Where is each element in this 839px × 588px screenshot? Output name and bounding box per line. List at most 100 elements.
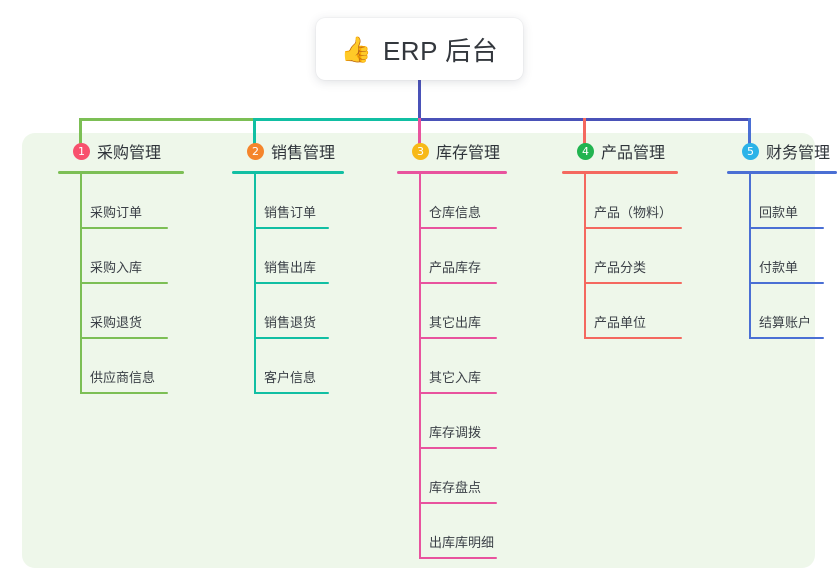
branch-title-5: 财务管理 — [766, 145, 831, 162]
leaf-item-label: 采购订单 — [90, 205, 143, 220]
leaf-item-rule — [80, 227, 168, 229]
branch-badge-5: 5 — [742, 142, 759, 160]
leaf-item[interactable]: 产品（物料） — [562, 174, 682, 229]
leaf-item[interactable]: 其它出库 — [397, 284, 507, 339]
branch-badge-4: 4 — [577, 142, 594, 160]
branch-header-3[interactable]: 3 库存管理 — [397, 133, 507, 169]
branch-header-rule-4 — [562, 171, 678, 174]
branch-badge-2: 2 — [247, 142, 264, 160]
leaf-item[interactable]: 采购入库 — [58, 229, 184, 284]
branch-columns: 1 采购管理采购订单采购入库采购退货供应商信息 2 销售管理销售订单销售出库销售退货客… — [22, 133, 837, 568]
leaf-item-label: 客户信息 — [264, 370, 317, 385]
branch-badge-3: 3 — [412, 142, 429, 160]
leaf-item-label: 采购退货 — [90, 315, 143, 330]
leaf-item[interactable]: 产品单位 — [562, 284, 682, 339]
branch-items-3: 仓库信息产品库存其它出库其它入库库存调拨库存盘点出库库明细 — [397, 174, 507, 559]
branch-header-rule-2 — [232, 171, 344, 174]
branch-spine-3 — [419, 174, 421, 559]
leaf-item[interactable]: 采购订单 — [58, 174, 184, 229]
leaf-item-label: 库存调拨 — [429, 425, 482, 440]
branches-backdrop-panel — [22, 133, 815, 568]
branch-header-rule-3 — [397, 171, 507, 174]
leaf-item-rule — [749, 227, 824, 229]
leaf-item-label: 产品（物料） — [594, 205, 673, 220]
leaf-item-rule — [254, 337, 329, 339]
leaf-item-label: 出库库明细 — [429, 535, 495, 550]
leaf-item-rule — [419, 282, 497, 284]
root-node-content: 👍 ERP 后台 — [341, 31, 498, 68]
leaf-item-label: 回款单 — [759, 205, 799, 220]
leaf-item[interactable]: 回款单 — [727, 174, 837, 229]
leaf-item[interactable]: 库存盘点 — [397, 449, 507, 504]
leaf-item[interactable]: 其它入库 — [397, 339, 507, 394]
branch-spine-4 — [584, 174, 586, 339]
leaf-item-rule — [419, 337, 497, 339]
branch-title-4: 产品管理 — [601, 145, 666, 162]
branch-items-5: 回款单付款单结算账户 — [727, 174, 837, 339]
leaf-item-rule — [419, 227, 497, 229]
leaf-item[interactable]: 结算账户 — [727, 284, 837, 339]
leaf-item-rule — [254, 227, 329, 229]
leaf-item[interactable]: 采购退货 — [58, 284, 184, 339]
leaf-item-rule — [254, 392, 329, 394]
branch-items-1: 采购订单采购入库采购退货供应商信息 — [58, 174, 184, 394]
leaf-item[interactable]: 销售退货 — [232, 284, 344, 339]
leaf-item[interactable]: 销售出库 — [232, 229, 344, 284]
leaf-item-rule — [749, 337, 824, 339]
branch-title-1: 采购管理 — [97, 145, 162, 162]
branch-spine-1 — [80, 174, 82, 394]
leaf-item[interactable]: 产品库存 — [397, 229, 507, 284]
leaf-item[interactable]: 付款单 — [727, 229, 837, 284]
leaf-item-label: 产品库存 — [429, 260, 482, 275]
branch-spine-2 — [254, 174, 256, 394]
thumbs-up-icon: 👍 — [340, 34, 372, 64]
branch-header-rule-1 — [58, 171, 184, 174]
leaf-item-label: 销售退货 — [264, 315, 317, 330]
leaf-item[interactable]: 销售订单 — [232, 174, 344, 229]
leaf-item-rule — [80, 337, 168, 339]
leaf-item-rule — [80, 282, 168, 284]
leaf-item[interactable]: 仓库信息 — [397, 174, 507, 229]
branch-header-4[interactable]: 4 产品管理 — [562, 133, 678, 169]
branch-badge-1: 1 — [73, 142, 90, 160]
leaf-item-label: 其它出库 — [429, 315, 482, 330]
leaf-item-rule — [749, 282, 824, 284]
leaf-item-label: 供应商信息 — [90, 370, 156, 385]
leaf-item-label: 销售出库 — [264, 260, 317, 275]
leaf-item-label: 结算账户 — [759, 315, 812, 330]
leaf-item-rule — [419, 447, 497, 449]
leaf-item-rule — [584, 337, 682, 339]
leaf-item-rule — [584, 282, 682, 284]
leaf-item-label: 产品单位 — [594, 315, 647, 330]
leaf-item-rule — [419, 392, 497, 394]
leaf-item-label: 付款单 — [759, 260, 799, 275]
leaf-item[interactable]: 供应商信息 — [58, 339, 184, 394]
branch-spine-5 — [749, 174, 751, 339]
leaf-item-rule — [80, 392, 168, 394]
branch-column-1: 1 采购管理采购订单采购入库采购退货供应商信息 — [58, 133, 184, 394]
branch-header-5[interactable]: 5 财务管理 — [727, 133, 837, 169]
leaf-item-label: 产品分类 — [594, 260, 647, 275]
leaf-item-label: 其它入库 — [429, 370, 482, 385]
leaf-item[interactable]: 库存调拨 — [397, 394, 507, 449]
leaf-item-label: 仓库信息 — [429, 205, 482, 220]
branch-title-2: 销售管理 — [271, 145, 336, 162]
root-node[interactable]: 👍 ERP 后台 — [316, 18, 523, 80]
branch-header-2[interactable]: 2 销售管理 — [232, 133, 344, 169]
branch-items-4: 产品（物料） 产品分类产品单位 — [562, 174, 682, 339]
leaf-item-rule — [419, 502, 497, 504]
leaf-item[interactable]: 产品分类 — [562, 229, 682, 284]
leaf-item[interactable]: 出库库明细 — [397, 504, 507, 559]
leaf-item-rule — [419, 557, 497, 559]
leaf-item-rule — [254, 282, 329, 284]
leaf-item[interactable]: 客户信息 — [232, 339, 344, 394]
branch-column-4: 4 产品管理产品（物料） 产品分类产品单位 — [562, 133, 682, 339]
branch-title-3: 库存管理 — [436, 145, 501, 162]
branch-column-5: 5 财务管理回款单付款单结算账户 — [727, 133, 837, 339]
leaf-item-label: 采购入库 — [90, 260, 143, 275]
root-title: ERP 后台 — [382, 35, 499, 66]
leaf-item-label: 销售订单 — [264, 205, 317, 220]
branch-column-2: 2 销售管理销售订单销售出库销售退货客户信息 — [232, 133, 344, 394]
branch-header-1[interactable]: 1 采购管理 — [58, 133, 184, 169]
